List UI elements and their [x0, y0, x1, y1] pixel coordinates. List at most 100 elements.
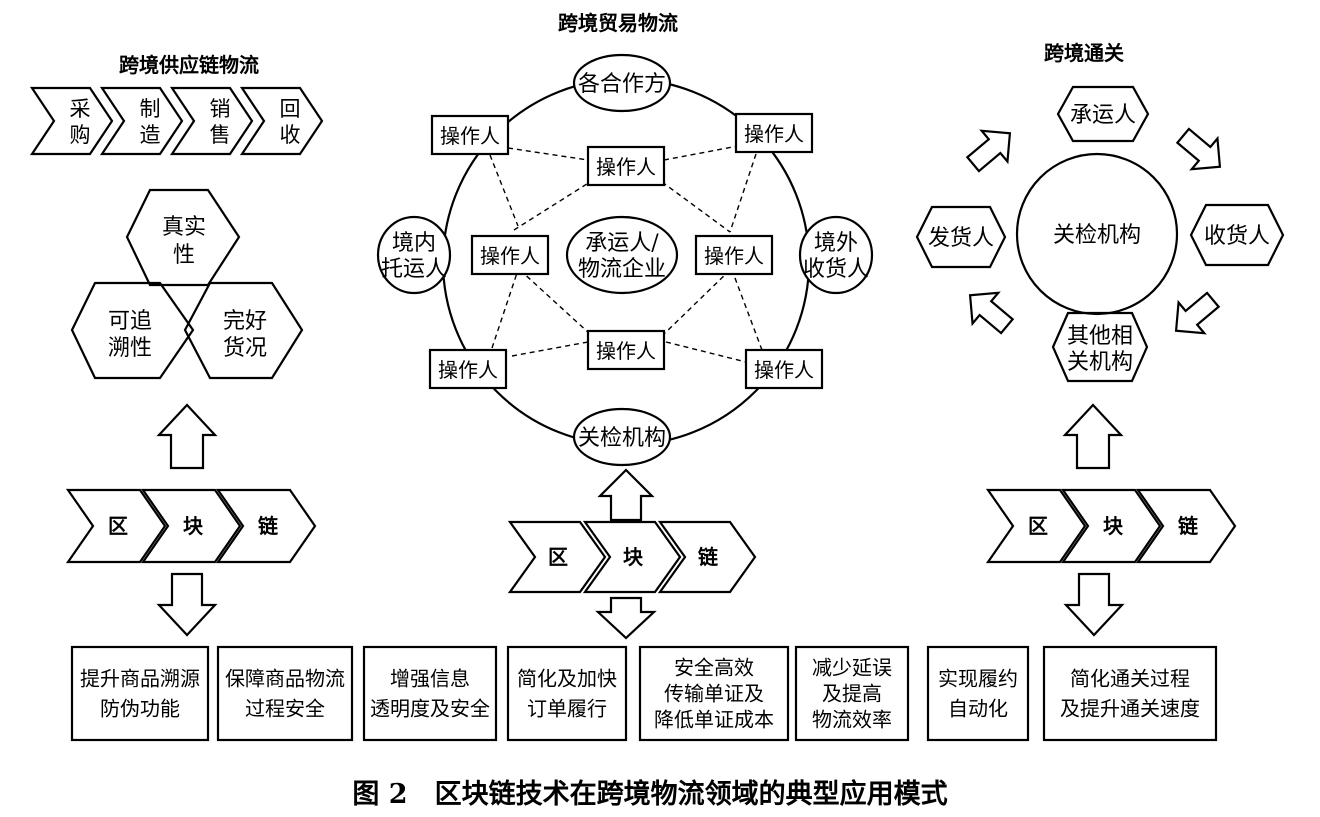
benefit-line: 物流效率 — [812, 708, 892, 732]
svg-text:溯性: 溯性 — [108, 336, 152, 361]
operator-box: 操作人 — [428, 348, 508, 390]
partners-node — [572, 53, 672, 113]
benefit-boxes: 提升商品溯源防伪功能保障商品物流过程安全增强信息透明度及安全简化及加快订单履行安… — [70, 645, 1218, 742]
svg-text:操作人: 操作人 — [596, 155, 656, 179]
hexagon-other-agencies — [1051, 311, 1149, 383]
benefit-line: 保障商品物流 — [225, 667, 345, 691]
svg-text:链: 链 — [698, 545, 719, 569]
up-arrow-icon — [597, 468, 655, 522]
figure-caption: 图 2 区块链技术在跨境物流领域的典型应用模式 — [352, 778, 947, 810]
svg-text:块: 块 — [183, 514, 204, 538]
operator-box: 操作人 — [694, 234, 774, 276]
svg-text:各合作方: 各合作方 — [578, 72, 666, 97]
flow-arrow-icon — [965, 129, 1012, 173]
supply-stage-manufacture: 制 造 — [99, 86, 184, 156]
up-arrow-icon — [1062, 403, 1124, 470]
svg-text:区: 区 — [108, 514, 128, 538]
benefit-line: 实现履约 — [938, 667, 1018, 691]
up-arrow-icon — [156, 403, 218, 470]
svg-text:关检机构: 关检机构 — [578, 426, 666, 451]
svg-text:性: 性 — [173, 243, 195, 268]
svg-text:销: 销 — [210, 97, 231, 121]
carrier-logistics-node — [565, 215, 679, 295]
down-arrow-icon — [595, 596, 657, 640]
operator-box: 操作人 — [744, 348, 824, 390]
svg-text:操作人: 操作人 — [744, 122, 804, 146]
benefit-line: 过程安全 — [245, 697, 325, 721]
svg-text:收货人: 收货人 — [1204, 224, 1270, 249]
hexagon-traceability-label: 可追 — [108, 309, 152, 334]
down-arrow-icon — [156, 572, 218, 637]
svg-text:造: 造 — [140, 123, 161, 147]
svg-text:采: 采 — [70, 97, 91, 121]
operator-box: 操作人 — [734, 112, 814, 154]
benefit-line: 安全高效 — [674, 656, 754, 680]
operator-box: 操作人 — [586, 329, 666, 371]
svg-text:境外: 境外 — [814, 231, 858, 256]
benefit-line: 降低单证成本 — [654, 708, 774, 732]
benefit-line: 防伪功能 — [100, 697, 180, 721]
customs-title: 跨境通关 — [1044, 41, 1124, 65]
svg-text:区: 区 — [548, 545, 568, 569]
blockchain-chevrons-middle: 区 块 链 — [507, 520, 757, 594]
svg-text:操作人: 操作人 — [480, 244, 540, 268]
svg-text:操作人: 操作人 — [754, 358, 814, 382]
svg-text:块: 块 — [1103, 514, 1124, 538]
supply-stage-procure: 采 购 — [29, 86, 114, 156]
hexagon-authenticity — [125, 188, 241, 287]
svg-text:操作人: 操作人 — [596, 339, 656, 363]
operator-box: 操作人 — [430, 114, 510, 156]
svg-text:关机构: 关机构 — [1067, 350, 1133, 375]
benefit-line: 自动化 — [948, 697, 1008, 721]
benefit-line: 及提升通关速度 — [1060, 697, 1200, 721]
svg-text:承运人/: 承运人/ — [585, 231, 659, 256]
svg-text:收: 收 — [280, 123, 301, 147]
svg-text:购: 购 — [70, 123, 91, 147]
benefit-line: 订单履行 — [527, 697, 607, 721]
svg-text:制: 制 — [140, 97, 161, 121]
svg-text:境内: 境内 — [392, 231, 436, 256]
svg-text:物流企业: 物流企业 — [578, 257, 666, 282]
svg-text:链: 链 — [1178, 514, 1199, 538]
hexagon-authenticity-label: 真实 — [162, 215, 206, 240]
benefit-line: 简化及加快 — [517, 667, 617, 691]
svg-text:发货人: 发货人 — [928, 226, 994, 251]
blockchain-chevrons-left: 区 块 链 — [65, 488, 317, 564]
customs-center-label: 关检机构 — [1053, 223, 1141, 248]
svg-text:操作人: 操作人 — [438, 358, 498, 382]
svg-text:承运人: 承运人 — [1070, 103, 1136, 128]
benefit-line: 简化通关过程 — [1070, 667, 1190, 691]
hexagon-condition — [183, 281, 304, 380]
svg-text:回: 回 — [280, 97, 301, 121]
foreign-consignee-node — [798, 215, 874, 295]
svg-text:收货人: 收货人 — [803, 257, 869, 282]
down-arrow-icon — [1063, 572, 1125, 637]
supply-chain-title: 跨境供应链物流 — [119, 53, 259, 77]
benefit-line: 提升商品溯源 — [80, 667, 200, 691]
trade-connections — [489, 145, 763, 363]
svg-text:其他相: 其他相 — [1067, 324, 1133, 349]
supply-stage-sell: 销 售 — [169, 86, 254, 156]
flow-arrow-icon — [1174, 291, 1221, 335]
svg-text:操作人: 操作人 — [440, 124, 500, 148]
operator-box: 操作人 — [586, 145, 666, 187]
blockchain-chevrons-right: 区 块 链 — [985, 488, 1237, 564]
benefit-line: 传输单证及 — [664, 682, 764, 706]
benefit-line: 增强信息 — [390, 667, 470, 691]
hexagon-shipper — [915, 205, 1007, 269]
svg-text:链: 链 — [258, 514, 279, 538]
operator-box: 操作人 — [470, 234, 550, 276]
flow-arrow-icon — [1175, 127, 1222, 171]
flow-arrow-icon — [968, 291, 1015, 335]
svg-text:操作人: 操作人 — [704, 244, 764, 268]
hexagon-condition-label: 完好 — [223, 309, 267, 334]
